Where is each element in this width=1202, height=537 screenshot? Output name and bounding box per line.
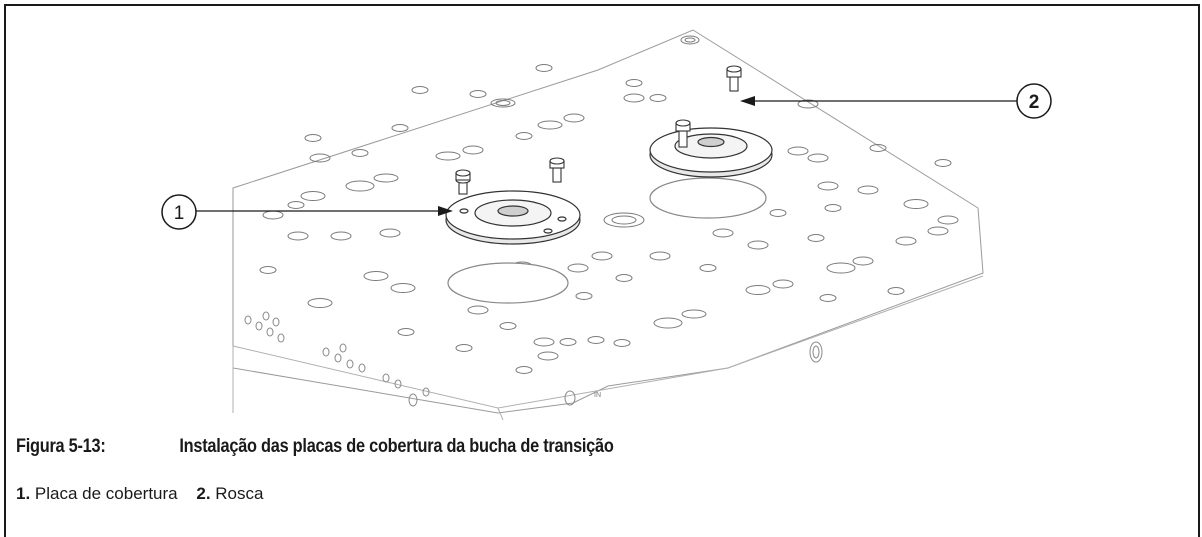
callout-2-label: 2 (1029, 92, 1040, 113)
in-marking: IN (594, 392, 601, 399)
frame-right-border (1198, 4, 1200, 537)
plate-front-edge (232, 275, 984, 409)
legend-item-1-number: 1. (16, 484, 31, 503)
screw-2a (675, 119, 691, 148)
screw-1b (549, 157, 565, 183)
callout-1 (161, 194, 453, 230)
legend-item-2-text: Rosca (215, 484, 264, 503)
figure-caption: Figura 5-13: Instalação das placas de cob… (16, 436, 614, 458)
figure-legend: 1. Placa de cobertura 2. Rosca (16, 484, 277, 504)
frame-left-border (4, 4, 6, 537)
screw-1a (455, 169, 471, 195)
legend-item-1-text: Placa de cobertura (34, 484, 178, 503)
technical-illustration: 1 2 IN (161, 29, 1052, 420)
figure-number: Figura 5-13: (16, 436, 106, 457)
cover-plate-2 (649, 127, 773, 219)
cover-plate-1 (445, 190, 581, 304)
callout-2 (740, 83, 1052, 119)
screw-2b (726, 65, 742, 92)
frame-top-border (4, 4, 1198, 6)
figure-title: Instalação das placas de cobertura da bu… (179, 436, 614, 457)
plate-top-outline (232, 29, 984, 414)
legend-item-2: 2. Rosca (196, 484, 263, 503)
callout-1-label: 1 (174, 203, 185, 224)
legend-item-1: 1. Placa de cobertura (16, 484, 178, 503)
legend-item-2-number: 2. (196, 484, 211, 503)
side-holes (244, 311, 823, 407)
plate-holes (259, 35, 959, 374)
